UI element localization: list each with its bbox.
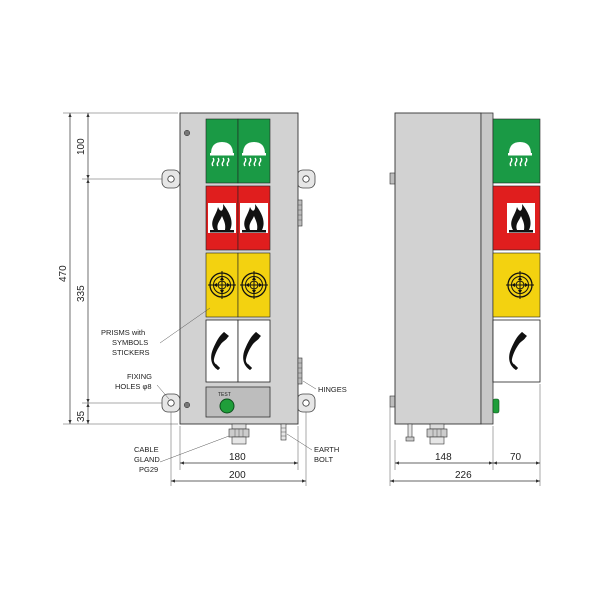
side-cable-gland <box>426 423 448 445</box>
fire-icon <box>507 203 535 233</box>
front-panel-row-3 <box>205 252 271 318</box>
test-button-panel: TEST <box>205 386 271 418</box>
upper-hinge <box>297 199 303 227</box>
dimension-total-depth: 226 <box>455 470 472 481</box>
front-panel-row-4 <box>205 319 271 383</box>
label-prisms-line1: PRISMS with <box>101 328 145 337</box>
test-button-label: TEST <box>218 392 231 398</box>
side-view <box>389 112 541 445</box>
side-earth-bolt <box>405 423 415 442</box>
front-panel-row-1 <box>205 118 271 184</box>
label-prisms-line2: SYMBOLS <box>112 338 148 347</box>
label-earth-line2: BOLT <box>314 455 333 464</box>
callout-prisms: PRISMS with SYMBOLS STICKERS <box>101 307 211 357</box>
callout-hinges: HINGES <box>302 380 347 394</box>
label-fixing-line1: FIXING <box>127 372 152 381</box>
cable-gland <box>228 423 250 445</box>
dimension-mid-section: 335 <box>76 285 87 302</box>
fire-icon <box>208 203 236 233</box>
vertical-dimensions: 470 100 335 35 <box>58 112 178 425</box>
callout-cable-gland: CABLE GLAND PG29 <box>134 435 230 474</box>
label-hinges: HINGES <box>318 385 347 394</box>
side-test-button <box>492 398 500 414</box>
side-panels <box>492 118 541 383</box>
horizontal-dimensions-front: 180 200 <box>170 412 307 486</box>
front-view: TEST <box>161 112 316 445</box>
dimension-bottom-section: 35 <box>76 410 87 422</box>
label-fixing-line2: HOLES φ8 <box>115 382 152 391</box>
side-lower-lug <box>389 395 396 408</box>
test-button[interactable] <box>219 398 235 414</box>
dimension-top-section: 100 <box>76 138 87 155</box>
dimension-front-width: 200 <box>229 470 246 481</box>
fire-icon <box>240 203 268 233</box>
dimension-prism-depth: 70 <box>510 452 522 463</box>
screw <box>183 129 191 137</box>
side-housing <box>394 112 482 425</box>
side-door <box>480 112 494 425</box>
horizontal-dimensions-side: 148 70 226 <box>389 384 541 486</box>
dimension-hole-spacing: 180 <box>229 452 246 463</box>
label-cable-line3: PG29 <box>139 465 158 474</box>
side-upper-lug <box>389 172 396 185</box>
label-cable-line1: CABLE <box>134 445 159 454</box>
dimension-body-depth: 148 <box>435 452 452 463</box>
front-panel-row-2 <box>205 185 271 251</box>
screw <box>183 401 191 409</box>
lower-hinge <box>297 357 303 385</box>
label-prisms-line3: STICKERS <box>112 348 150 357</box>
earth-bolt <box>280 423 287 441</box>
callout-earth-bolt: EARTH BOLT <box>286 433 339 464</box>
label-cable-line2: GLAND <box>134 455 160 464</box>
callout-fixing-holes: FIXING HOLES φ8 <box>115 372 170 400</box>
dimension-overall-height: 470 <box>58 265 69 282</box>
label-earth-line1: EARTH <box>314 445 339 454</box>
